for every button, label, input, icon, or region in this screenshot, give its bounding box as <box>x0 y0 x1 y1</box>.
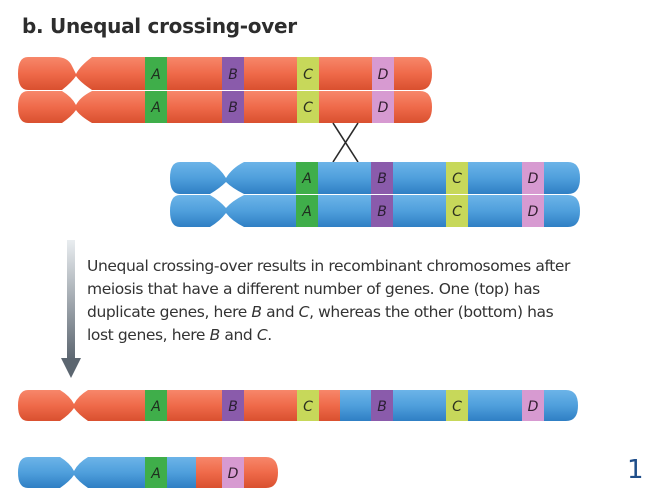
band-B <box>222 91 244 123</box>
gene-label-C: C <box>452 171 462 187</box>
gene-label-B: B <box>377 399 387 415</box>
band-C <box>446 162 468 194</box>
caption-line: meiosis that have a different number of … <box>87 280 540 298</box>
caption-line: Unequal crossing-over results in recombi… <box>87 257 571 275</box>
gene-label-D: D <box>528 399 539 415</box>
band-A <box>296 162 318 194</box>
crossover-mark <box>332 122 359 163</box>
gene-label-A: A <box>150 466 161 482</box>
caption-gene: C <box>298 303 310 321</box>
band-A <box>145 457 167 488</box>
band-B <box>222 390 244 421</box>
panel-title-text: Unequal crossing-over <box>50 14 297 38</box>
gene-label-A: A <box>150 399 161 415</box>
down-arrow-icon <box>61 240 81 378</box>
band-B <box>371 390 393 421</box>
gene-label-C: C <box>303 399 313 415</box>
gene-label-D: D <box>228 466 239 482</box>
band-A <box>145 91 167 123</box>
gene-label-A: A <box>150 67 161 83</box>
red-chromosome-top: A B C D A B C D <box>18 57 432 123</box>
band-C <box>446 195 468 227</box>
caption-fragment: . <box>267 326 272 344</box>
band-C <box>446 390 468 421</box>
gene-label-C: C <box>452 204 462 220</box>
caption-fragment: lost genes, here <box>87 326 210 344</box>
recombinant-chromosome-top: A B C B C D <box>18 390 578 421</box>
gene-label-B: B <box>228 100 238 116</box>
gene-label-C: C <box>452 399 462 415</box>
gene-label-A: A <box>150 100 161 116</box>
band-A <box>145 390 167 421</box>
band-A <box>145 57 167 90</box>
gene-label-D: D <box>528 171 539 187</box>
band-D <box>522 162 544 194</box>
gene-label-A: A <box>301 171 312 187</box>
band-B <box>371 162 393 194</box>
band-D <box>372 57 394 90</box>
gene-label-A: A <box>301 204 312 220</box>
band-B <box>371 195 393 227</box>
band-D <box>522 195 544 227</box>
band-C <box>297 390 319 421</box>
recombinant-blue-segment <box>18 457 196 488</box>
gene-label-D: D <box>378 67 389 83</box>
recombinant-red-segment <box>18 390 340 421</box>
gene-label-B: B <box>377 171 387 187</box>
caption-fragment: , whereas the other (bottom) has <box>309 303 554 321</box>
panel-title: b. Unequal crossing-over <box>22 14 297 38</box>
band-D <box>372 91 394 123</box>
band-D <box>222 457 244 488</box>
recombinant-chromosome-bottom: A D <box>18 457 278 488</box>
gene-label-C: C <box>303 100 313 116</box>
blue-chromosome-middle: A B C D A B C D <box>170 162 580 227</box>
band-C <box>297 57 319 90</box>
gene-label-D: D <box>378 100 389 116</box>
band-B <box>222 57 244 90</box>
band-D <box>522 390 544 421</box>
caption-line: lost genes, here B and C. <box>87 324 647 347</box>
gene-label-B: B <box>228 399 238 415</box>
caption-fragment: duplicate genes, here <box>87 303 252 321</box>
page-number: 1 <box>627 455 644 485</box>
gene-label-C: C <box>303 67 313 83</box>
panel-letter: b. <box>22 14 44 38</box>
gene-label-D: D <box>528 204 539 220</box>
gene-label-B: B <box>377 204 387 220</box>
caption-fragment: and <box>261 303 299 321</box>
caption-fragment: and <box>219 326 257 344</box>
caption-line: duplicate genes, here B and C, whereas t… <box>87 301 647 324</box>
caption-gene: C <box>256 326 268 344</box>
band-A <box>296 195 318 227</box>
caption-gene: B <box>251 303 262 321</box>
band-C <box>297 91 319 123</box>
caption-gene: B <box>209 326 221 344</box>
gene-label-B: B <box>228 67 238 83</box>
caption-text: Unequal crossing-over results in recombi… <box>87 255 647 347</box>
